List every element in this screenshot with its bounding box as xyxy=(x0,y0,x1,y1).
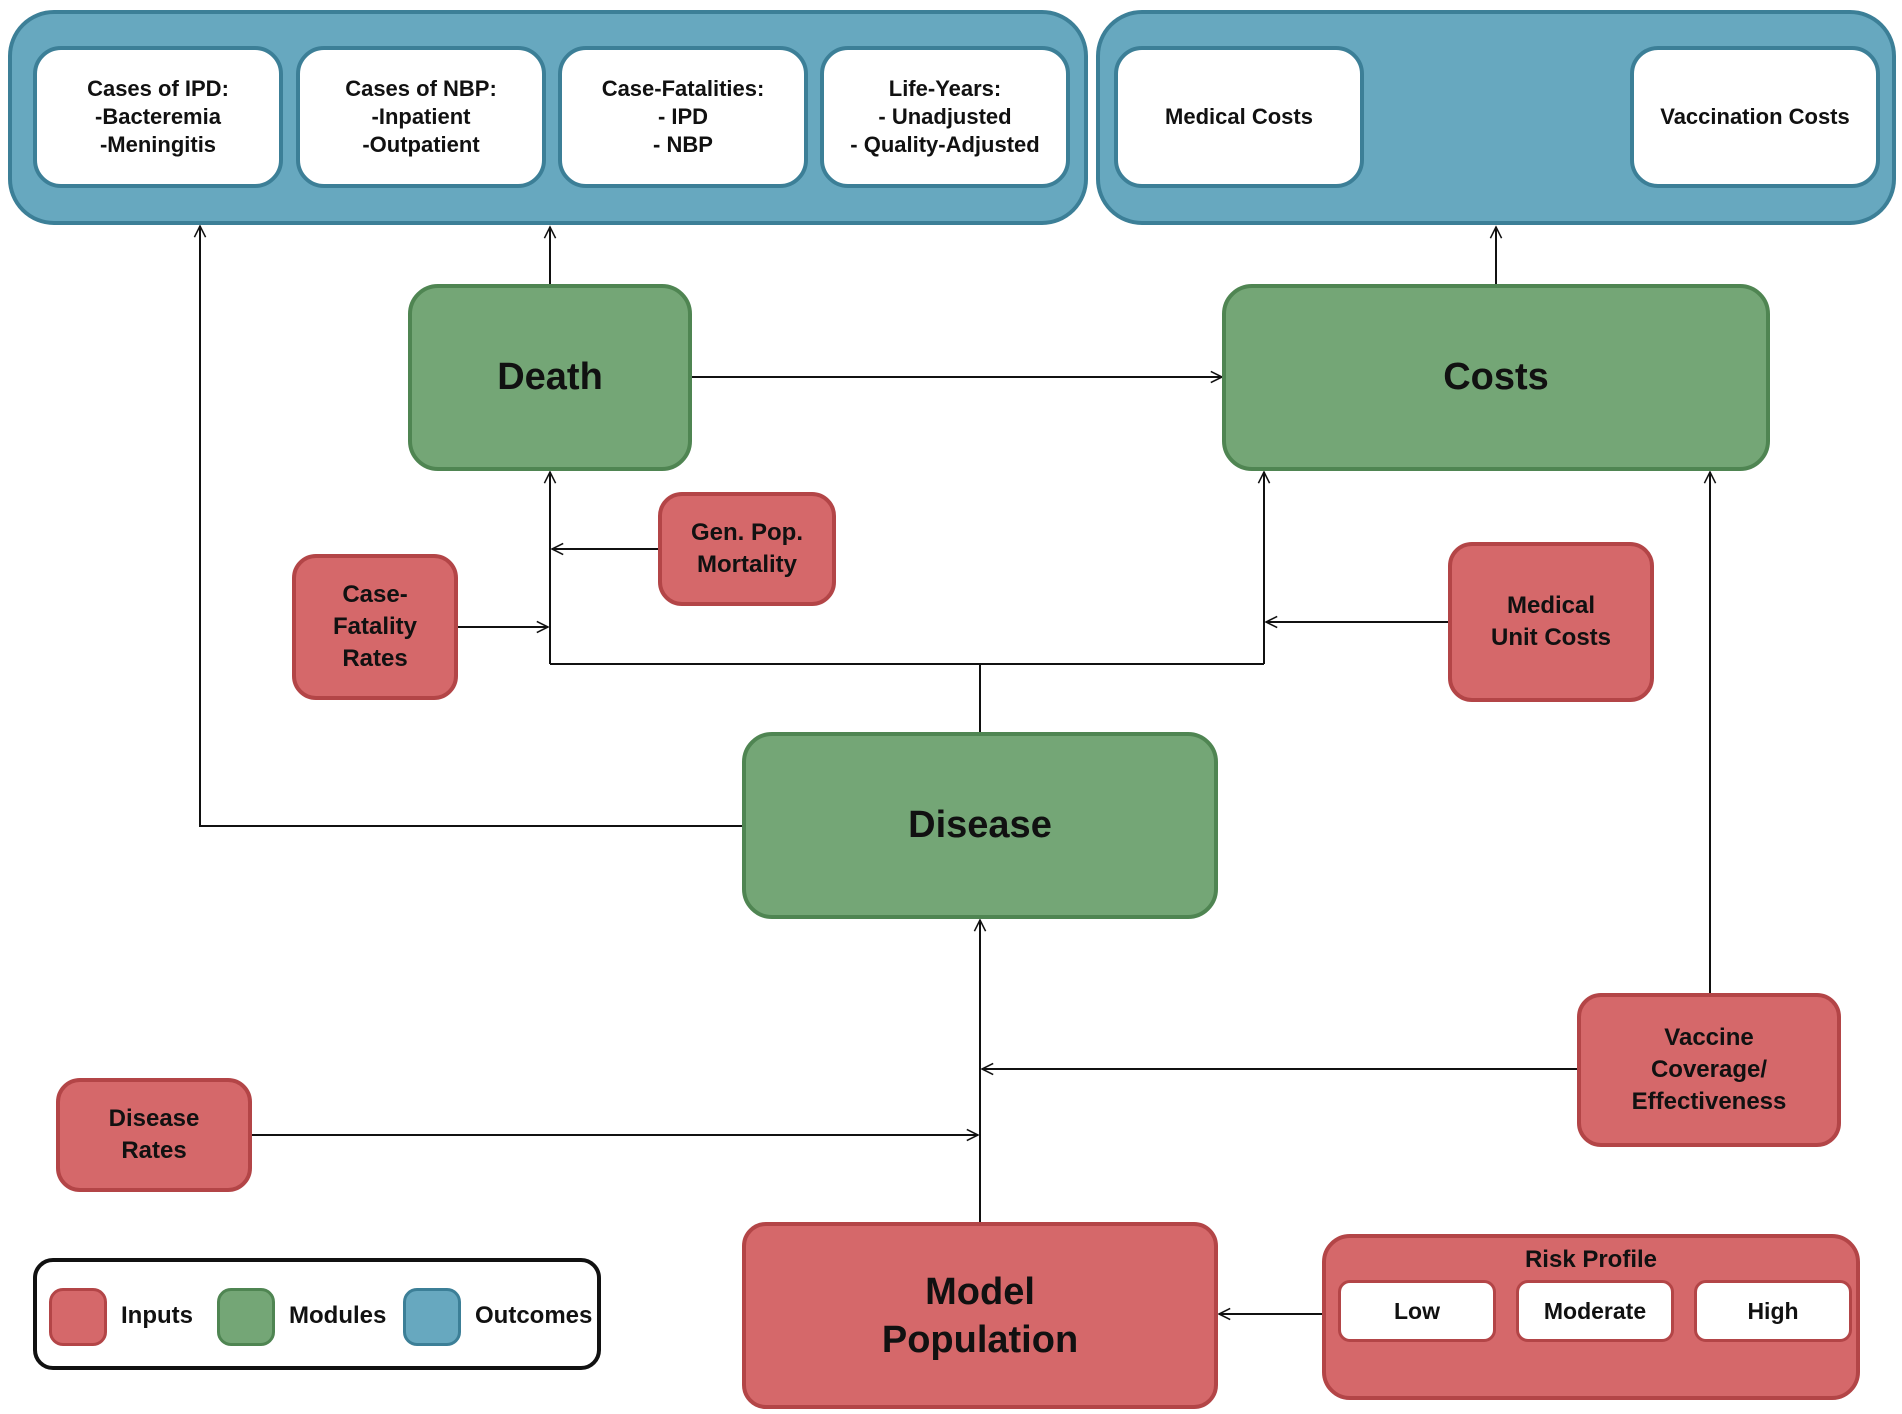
risk-level-high: High xyxy=(1694,1280,1852,1342)
outcome-card-line: - Quality-Adjusted xyxy=(850,132,1040,157)
input-line: Vaccine xyxy=(1664,1024,1754,1051)
outcome-card-line: -Meningitis xyxy=(99,132,217,157)
outcome-card-line: - NBP xyxy=(653,132,713,157)
input-line: Coverage/ xyxy=(1650,1056,1768,1083)
outcome-card-case-fatalities: Case-Fatalities: - IPD - NBP xyxy=(558,46,808,188)
outcome-card-line: -Bacteremia xyxy=(95,104,221,129)
outcome-card-label: Medical Costs xyxy=(1165,104,1313,129)
input-line: Model xyxy=(925,1270,1035,1313)
risk-level-moderate: Moderate xyxy=(1516,1280,1674,1342)
outcome-card-line: Cases of IPD: xyxy=(87,76,229,101)
input-line: Gen. Pop. xyxy=(690,519,803,546)
outcome-card-line: - IPD xyxy=(657,104,709,129)
module-label: Death xyxy=(497,356,603,398)
legend-swatch-outcomes xyxy=(403,1288,461,1346)
outcome-card-medical-costs: Medical Costs xyxy=(1114,46,1364,188)
input-gen-pop-mortality: Gen. Pop. Mortality xyxy=(658,492,836,606)
input-line: Population xyxy=(881,1318,1079,1361)
module-costs: Costs xyxy=(1222,284,1770,471)
edge-disease-to-case-outcomes xyxy=(200,226,742,827)
input-line: Mortality xyxy=(696,551,797,578)
input-vaccine-coverage-effectiveness: Vaccine Coverage/ Effectiveness xyxy=(1577,993,1841,1147)
outcome-card-line: - Unadjusted xyxy=(878,104,1012,129)
input-case-fatality-rates: Case- Fatality Rates xyxy=(292,554,458,700)
module-label: Costs xyxy=(1443,356,1549,398)
outcome-card-line: -Inpatient xyxy=(371,104,471,129)
legend-label-modules: Modules xyxy=(289,1302,387,1329)
module-death: Death xyxy=(408,284,692,471)
input-line: Rates xyxy=(121,1137,187,1164)
input-line: Unit Costs xyxy=(1491,624,1611,651)
input-line: Fatality xyxy=(332,613,418,640)
input-line: Medical xyxy=(1506,592,1596,619)
outcome-card-label: Vaccination Costs xyxy=(1660,104,1850,129)
legend-label-outcomes: Outcomes xyxy=(475,1302,593,1329)
module-disease: Disease xyxy=(742,732,1218,919)
risk-level-label: Moderate xyxy=(1543,1297,1647,1324)
legend-label-inputs: Inputs xyxy=(121,1302,193,1329)
risk-level-label: Low xyxy=(1394,1297,1440,1324)
risk-level-label: High xyxy=(1747,1297,1799,1324)
risk-profile-panel: Risk Profile Low Moderate High xyxy=(1322,1234,1860,1400)
outcome-card-nbp-cases: Cases of NBP: -Inpatient -Outpatient xyxy=(296,46,546,188)
outcome-card-line: Case-Fatalities: xyxy=(601,76,765,101)
input-medical-unit-costs: Medical Unit Costs xyxy=(1448,542,1654,702)
legend-swatch-inputs xyxy=(49,1288,107,1346)
input-line: Disease xyxy=(108,1105,200,1132)
outcome-card-line: -Outpatient xyxy=(362,132,480,157)
outcome-card-life-years: Life-Years: - Unadjusted - Quality-Adjus… xyxy=(820,46,1070,188)
input-model-population: Model Population xyxy=(742,1222,1218,1409)
input-line: Case- xyxy=(342,581,408,608)
risk-profile-title: Risk Profile xyxy=(1524,1246,1658,1273)
outcome-card-line: Life-Years: xyxy=(888,76,1002,101)
legend-swatch-modules xyxy=(217,1288,275,1346)
outcome-card-vaccination-costs: Vaccination Costs xyxy=(1630,46,1880,188)
outcome-card-ipd-cases: Cases of IPD: -Bacteremia -Meningitis xyxy=(33,46,283,188)
input-line: Rates xyxy=(342,645,408,672)
module-label: Disease xyxy=(908,804,1052,846)
input-disease-rates: Disease Rates xyxy=(56,1078,252,1192)
input-line: Effectiveness xyxy=(1631,1088,1787,1115)
outcome-card-line: Cases of NBP: xyxy=(345,76,497,101)
legend: Inputs Modules Outcomes xyxy=(33,1258,601,1370)
risk-level-low: Low xyxy=(1338,1280,1496,1342)
